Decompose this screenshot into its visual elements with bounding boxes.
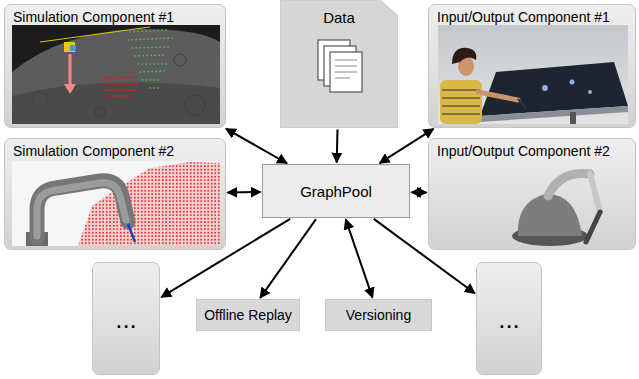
component-panel: Input/Output Component #2 — [428, 138, 636, 250]
document-outline — [280, 0, 398, 128]
crater — [185, 95, 205, 115]
person-arm — [478, 92, 518, 100]
table-leg — [570, 112, 576, 124]
stylus — [518, 99, 526, 108]
haptic-device — [512, 173, 600, 246]
more-panel: ... — [92, 262, 160, 375]
page-lines — [335, 60, 357, 78]
box-label: GraphPool — [300, 183, 372, 200]
robot-arm-highlight — [37, 183, 126, 236]
table-edge — [480, 106, 628, 122]
page — [324, 46, 356, 86]
robot-marker — [64, 42, 75, 52]
flow-arrow — [336, 130, 339, 163]
box-label: Versioning — [346, 307, 411, 323]
box-label: Offline Replay — [204, 307, 292, 323]
display-glow — [588, 90, 592, 94]
render-background — [12, 25, 220, 124]
ellipsis-text: ... — [498, 306, 520, 332]
robot-arm-render — [12, 161, 220, 246]
more-panel: ... — [476, 262, 542, 375]
component-panel: Input/Output Component #1 — [428, 4, 636, 128]
ellipsis-text: ... — [115, 306, 137, 332]
flow-arrow — [226, 129, 287, 164]
direction-arrow-head — [64, 84, 76, 94]
render-background — [12, 161, 220, 246]
box-label: Data — [280, 9, 398, 26]
terrain-shade — [12, 83, 220, 124]
robot-arm — [37, 181, 128, 238]
hub-box: GraphPool — [262, 164, 410, 218]
robot-tool — [128, 224, 135, 242]
crater — [32, 92, 48, 108]
device-base — [512, 226, 588, 246]
page — [318, 40, 350, 80]
shirt-stripes — [442, 90, 480, 114]
direction-arrow — [69, 54, 72, 86]
green-point-cloud — [128, 30, 172, 88]
point-cloud-ground — [78, 162, 220, 246]
person-face — [458, 56, 474, 76]
panel-title: Simulation Component #1 — [13, 9, 174, 25]
display-glow — [570, 80, 575, 85]
service-box: Versioning — [325, 299, 432, 331]
device-arm — [590, 174, 600, 212]
terrain-surface — [12, 29, 220, 124]
flow-arrow — [380, 129, 434, 163]
red-point-cloud — [78, 162, 220, 246]
device-arm — [548, 173, 590, 196]
device-body — [518, 194, 582, 236]
component-panel: Simulation Component #2 — [4, 138, 226, 250]
touch-display — [480, 62, 628, 116]
person-body — [440, 80, 482, 124]
service-box: Offline Replay — [196, 299, 300, 331]
component-panel: Simulation Component #1 — [4, 4, 226, 128]
touch-table-photo — [438, 25, 628, 124]
document-stack-icon — [318, 40, 362, 92]
data-document: Data — [280, 0, 398, 128]
robot-marker — [70, 45, 76, 51]
flow-arrow — [412, 191, 427, 193]
panel-title: Input/Output Component #1 — [437, 9, 610, 25]
crater — [174, 54, 186, 66]
flow-arrow — [260, 219, 316, 298]
robot-base — [26, 232, 48, 246]
trajectory-line — [40, 27, 150, 42]
person-hair — [452, 48, 476, 64]
photo-background — [438, 25, 628, 124]
crater — [95, 107, 105, 117]
flow-arrow — [346, 219, 373, 297]
terrain-render — [12, 25, 220, 124]
page — [330, 52, 362, 92]
device-stylus — [586, 212, 600, 242]
display-glow — [542, 85, 548, 91]
panel-title: Input/Output Component #2 — [437, 143, 610, 159]
flow-arrow — [228, 191, 261, 194]
red-point-cloud — [102, 77, 140, 96]
panel-title: Simulation Component #2 — [13, 143, 174, 159]
